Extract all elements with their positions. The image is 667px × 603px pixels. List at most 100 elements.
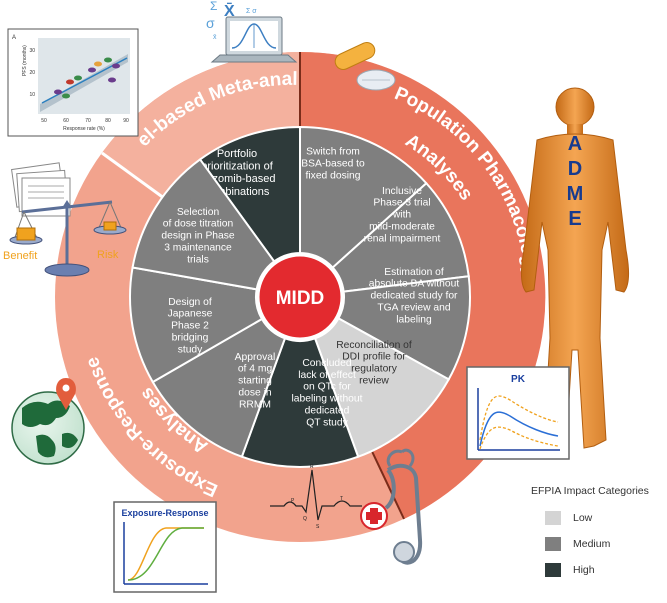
segment-label-line: Inclusive (382, 186, 422, 197)
ecg-p-label: P (291, 498, 295, 504)
segment-label-line: DDI profile for (342, 352, 406, 363)
segment-approval (151, 317, 287, 459)
segment-label-line: Phase 2 (171, 321, 209, 332)
segment-label-line: Phase 3 trial (373, 198, 430, 209)
pill-icon (334, 42, 396, 91)
segment-label-line: design in Phase (161, 231, 235, 242)
segment-label-line: mild-moderate (369, 222, 435, 233)
segment-label-line: 3 maintenance (164, 243, 232, 254)
xbar-symbol: X̄ (224, 1, 235, 20)
segment-label-line: labeling without (292, 394, 363, 405)
er-title: Exposure-Response (121, 508, 208, 518)
segment-label-line: trials (187, 254, 209, 265)
segment-label-line: labeling (396, 314, 432, 325)
adme-letter-m: M (567, 183, 584, 205)
ecg-icon: P Q R S T (270, 464, 362, 530)
adme-letter-e: E (568, 208, 581, 230)
segment-label-line: regulatory (351, 364, 398, 375)
globe-icon (11, 378, 85, 465)
legend-item-low: Low (531, 505, 666, 531)
segment-label-line: lack of effect (298, 370, 356, 381)
sigma-lower-symbol: σ (206, 15, 215, 31)
scatter-xtick: 90 (123, 118, 129, 124)
segment-label-line: Design of (168, 297, 212, 308)
segment-label-line: Portfolio (217, 148, 257, 160)
scatter-ytick: 20 (29, 70, 35, 76)
scatter-xtick: 60 (63, 118, 69, 124)
segment-label-line: absolute BA without (369, 279, 460, 290)
segment-label-line: fixed dosing (306, 171, 361, 182)
scatter-xtick: 80 (105, 118, 111, 124)
segment-label-line: of 4 mg (238, 364, 273, 375)
legend-swatch-high (545, 563, 561, 577)
scatter-tag: A (12, 35, 16, 41)
sigma-symbol: Σ (210, 0, 217, 13)
segment-label-line: RRMM (239, 399, 271, 410)
segment-label-line: Reconciliation of (336, 340, 412, 351)
pk-chart-icon: PK (466, 366, 570, 460)
segment-qtc (240, 337, 360, 468)
ecg-q-label: Q (303, 516, 307, 522)
segment-label-line: study (178, 344, 203, 355)
segment-label-line: Selection (177, 207, 220, 218)
scatter-ytick: 10 (29, 92, 35, 98)
ecg-s-label: S (316, 524, 320, 530)
segment-label-line: dedicated study for (370, 291, 458, 302)
segment-label-line: dedicated (305, 405, 350, 416)
meta-analysis-scatter-icon: A PFS (months) Response rate (%) 50 60 7… (7, 28, 139, 137)
legend-label-medium: Medium (573, 538, 611, 550)
segment-label-line: bridging (172, 333, 209, 344)
segment-label-line: with (392, 210, 412, 221)
scatter-xtick: 70 (85, 118, 91, 124)
segment-label-line: starting (238, 376, 272, 387)
benefit-risk-scale-icon: Benefit Risk (3, 162, 127, 277)
segment-label-line: of dose titration (163, 219, 234, 230)
segment-label-line: on QTc for (303, 382, 351, 393)
legend-item-high: High (531, 557, 666, 583)
midd-center-circle (256, 253, 344, 341)
segment-label-line: Estimation of (384, 267, 444, 278)
segment-label-line: Switch from (306, 147, 360, 158)
impact-legend: EFPIA Impact Categories Low Medium High (531, 485, 666, 583)
sigma-small-symbol: Σ σ (246, 8, 257, 15)
segment-label-line: renal impairment (364, 233, 441, 244)
scatter-xlabel: Response rate (%) (63, 126, 105, 132)
legend-label-high: High (573, 564, 595, 576)
segment-label-line: Japanese (168, 309, 213, 320)
adme-letter-a: A (568, 133, 582, 155)
segment-label-line: dose in (238, 388, 271, 399)
adme-letter-d: D (568, 158, 582, 180)
scatter-ylabel: PFS (months) (22, 45, 28, 76)
segment-renal (331, 181, 470, 293)
risk-label: Risk (97, 249, 119, 261)
segment-label-line: Concluded (302, 358, 352, 369)
segment-label-line: review (359, 375, 389, 386)
segment-label-line: prioritization of (201, 161, 273, 173)
segment-titration (131, 158, 276, 291)
legend-swatch-low (545, 511, 561, 525)
segment-japanese (129, 266, 264, 384)
legend-item-medium: Medium (531, 531, 666, 557)
segment-label-line: QT study (306, 417, 348, 428)
stethoscope-icon (360, 448, 423, 565)
pk-title: PK (511, 374, 526, 385)
ecg-t-label: T (340, 496, 343, 502)
exposure-response-chart-icon: Exposure-Response (113, 501, 217, 593)
xbar-lower-symbol: x̄ (213, 34, 217, 41)
center-label: MIDD (276, 288, 325, 309)
legend-swatch-medium (545, 537, 561, 551)
segment-label-line: Approval (235, 352, 276, 363)
segment-bsa (299, 125, 428, 269)
segment-label-line: TGA review and (377, 303, 451, 314)
segment-label-line: BSA-based to (301, 159, 365, 170)
